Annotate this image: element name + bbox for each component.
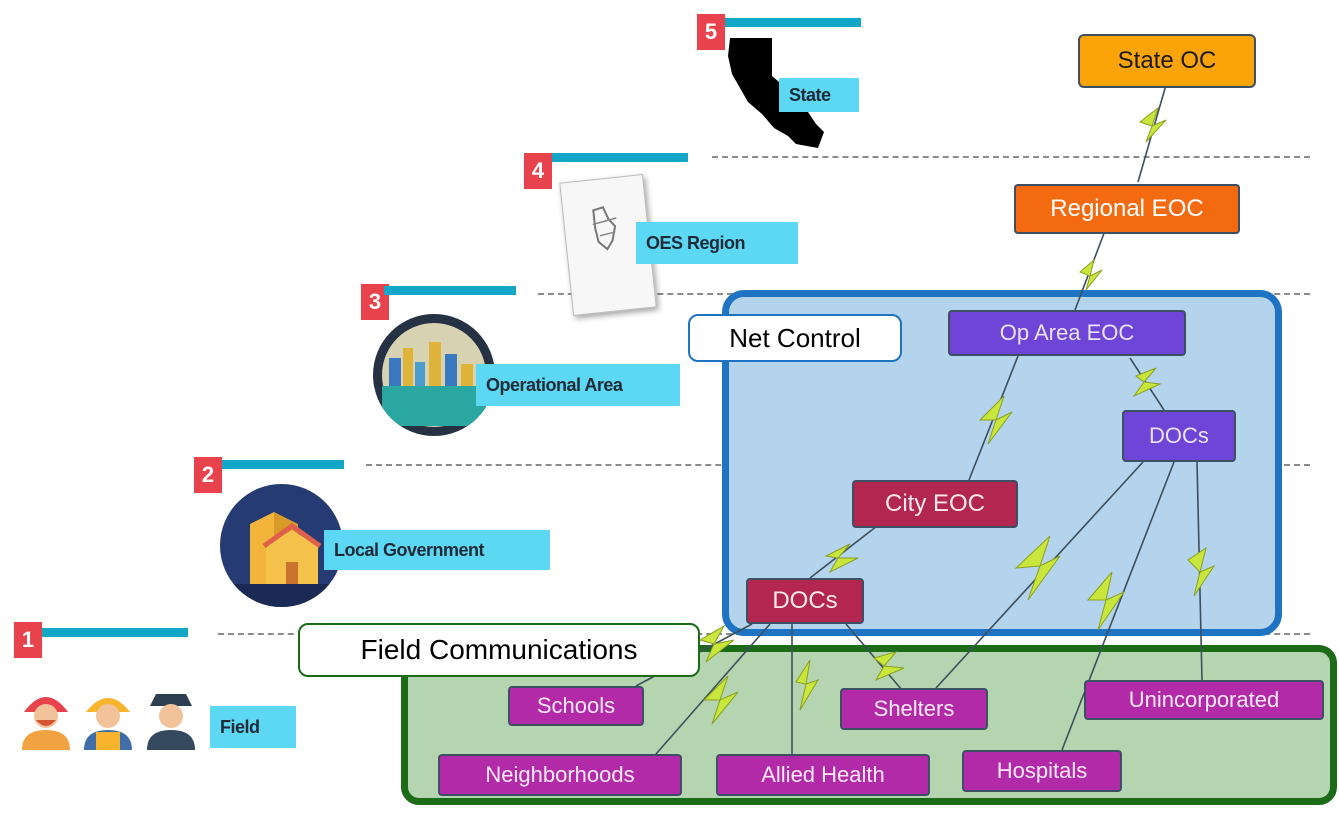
level-4-label: OES Region	[636, 222, 798, 264]
schools-node: Schools	[508, 686, 644, 726]
first-responders-icon	[22, 694, 195, 750]
field-communications-title: Field Communications	[298, 623, 700, 677]
regional-eoc-node: Regional EOC	[1014, 184, 1240, 234]
allied-health-node: Allied Health	[716, 754, 930, 796]
level-5-bar	[725, 18, 861, 27]
level-5-badge: 5	[697, 14, 725, 50]
level-2-label: Local Government	[324, 530, 550, 570]
level-2-bar	[222, 460, 344, 469]
hospitals-node: Hospitals	[962, 750, 1122, 792]
op-area-eoc-node: Op Area EOC	[948, 310, 1186, 356]
level-1-badge: 1	[14, 622, 42, 658]
level-4-badge: 4	[524, 153, 552, 189]
op-area-docs-node: DOCs	[1122, 410, 1236, 462]
level-2-badge: 2	[194, 457, 222, 493]
net-control-title: Net Control	[688, 314, 902, 362]
level-3-label: Operational Area	[476, 364, 680, 406]
shelters-node: Shelters	[840, 688, 988, 730]
state-oc-node: State OC	[1078, 34, 1256, 88]
california-map-icon	[728, 38, 824, 148]
unincorporated-node: Unincorporated	[1084, 680, 1324, 720]
level-1-bar	[42, 628, 188, 637]
level-3-bar	[384, 286, 516, 295]
level-1-label: Field	[210, 706, 296, 748]
city-docs-node: DOCs	[746, 578, 864, 624]
neighborhoods-node: Neighborhoods	[438, 754, 682, 796]
city-eoc-node: City EOC	[852, 480, 1018, 528]
level-5-label: State	[779, 78, 859, 112]
level-4-bar	[552, 153, 688, 162]
level-divider-4-5	[712, 156, 1310, 158]
city-skyline-icon	[373, 314, 495, 436]
buildings-icon	[220, 484, 343, 607]
region-map-icon	[559, 173, 657, 317]
